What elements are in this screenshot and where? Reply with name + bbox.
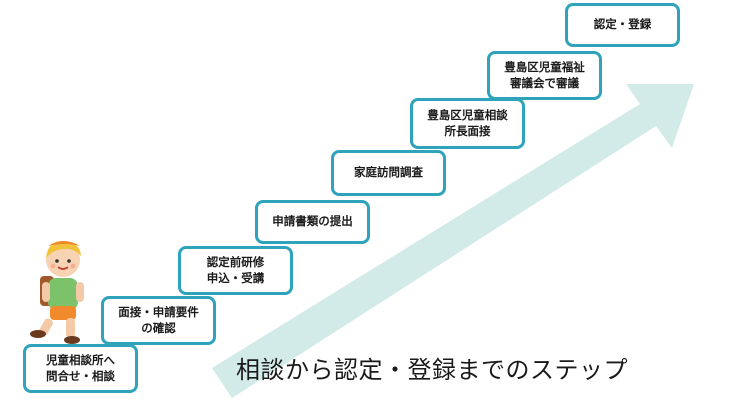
step-box-6: 豊島区児童相談 所長面接 [410,98,525,149]
step-line: 認定・登録 [593,17,652,32]
step-line: 面接・申請要件 [118,304,199,319]
step-box-1: 児童相談所へ 問合せ・相談 [23,344,138,393]
step-line: 児童相談所へ [46,352,115,367]
step-box-3: 認定前研修 申込・受講 [178,246,293,295]
step-line: の確認 [141,320,176,335]
step-line: 問合せ・相談 [46,368,115,383]
step-box-7: 豊島区児童福祉 審議会で審議 [487,51,602,100]
step-line: 家庭訪問調査 [354,165,423,180]
step-line: 豊島区児童福祉 [504,59,585,74]
step-box-8: 認定・登録 [565,3,680,47]
step-line: 認定前研修 [206,254,265,269]
diagram-title: 相談から認定・登録までのステップ [236,356,628,384]
child-with-backpack-icon [30,240,84,344]
step-line: 申込・受講 [206,270,265,285]
step-box-4: 申請書類の提出 [255,200,370,244]
step-line: 審議会で審議 [510,75,579,90]
step-box-5: 家庭訪問調査 [331,150,446,196]
step-line: 豊島区児童相談 [427,107,508,122]
step-box-2: 面接・申請要件 の確認 [101,296,216,345]
step-line: 所長面接 [444,123,491,138]
step-line: 申請書類の提出 [272,214,353,229]
